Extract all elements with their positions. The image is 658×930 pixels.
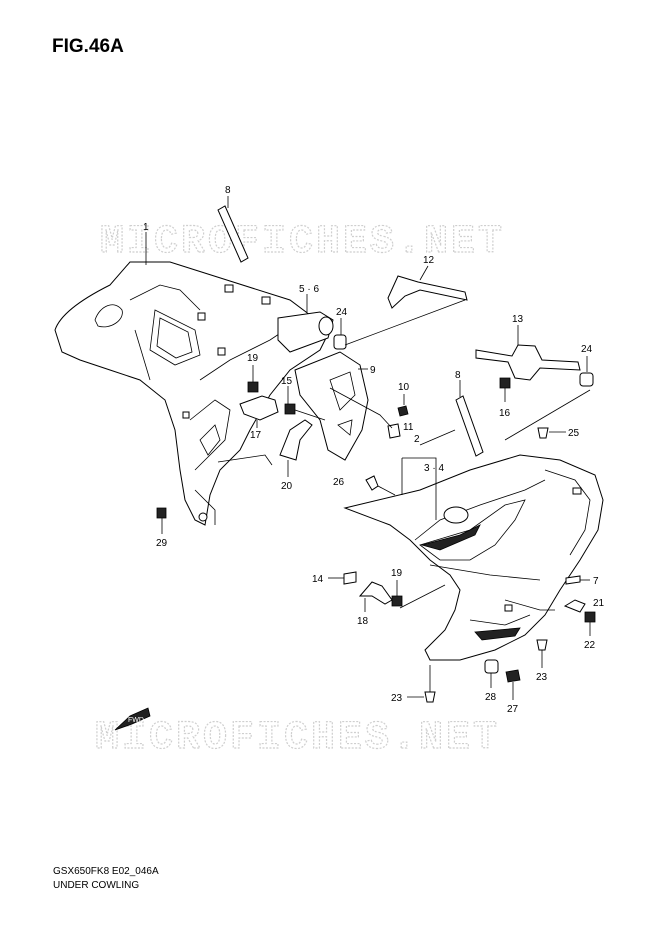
bracket-part-20 — [279, 419, 313, 461]
clip-part-7 — [565, 575, 581, 585]
strip-part-8-upper — [217, 205, 249, 263]
grommet-part-28 — [484, 659, 499, 674]
callout-5-6: 5 · 6 — [299, 284, 319, 295]
callout-19-upper: 19 — [247, 353, 259, 364]
callout-13: 13 — [512, 314, 524, 325]
callout-27: 27 — [507, 704, 519, 715]
fwd-arrow-icon: FWD — [114, 707, 151, 731]
screw-part-19-upper — [247, 381, 259, 393]
screw-part-29 — [156, 507, 167, 519]
callout-24-upper: 24 — [336, 307, 348, 318]
callout-7: 7 — [593, 576, 599, 587]
watermark-top: MICROFICHES.NET — [100, 220, 505, 265]
callout-20: 20 — [281, 481, 293, 492]
callout-21: 21 — [593, 598, 605, 609]
callout-24-right: 24 — [581, 344, 593, 355]
figure-title: FIG.46A — [52, 36, 124, 57]
callout-14: 14 — [312, 574, 324, 585]
strip-part-8-lower — [455, 395, 484, 457]
callout-26: 26 — [333, 477, 345, 488]
callout-16: 16 — [499, 408, 511, 419]
callout-23-right: 23 — [536, 672, 548, 683]
fastener-part-26 — [365, 475, 379, 491]
right-cowling-part-2 — [343, 454, 604, 661]
callout-9: 9 — [370, 365, 376, 376]
screw-part-16 — [499, 377, 511, 389]
screw-part-10 — [397, 405, 409, 417]
callout-28: 28 — [485, 692, 497, 703]
bracket-part-21 — [563, 599, 586, 613]
bracket-part-12 — [387, 275, 468, 309]
grommet-part-24-upper — [333, 334, 347, 350]
bracket-part-17 — [239, 395, 279, 421]
callout-11: 11 — [403, 422, 414, 433]
callout-17: 17 — [250, 430, 262, 441]
inner-panel-part-9 — [294, 351, 369, 461]
bracket-part-13 — [475, 344, 581, 381]
callout-10: 10 — [398, 382, 410, 393]
callout-22: 22 — [584, 640, 596, 651]
callout-23-bottom: 23 — [391, 693, 403, 704]
callout-1: 1 — [143, 222, 149, 233]
grommet-part-24-right — [579, 372, 594, 387]
left-cowling-part-1 — [54, 261, 331, 526]
screw-part-22 — [584, 611, 596, 623]
fastener-part-23-bottom — [424, 691, 436, 703]
clip-part-14 — [343, 571, 357, 585]
model-code: GSX650FK8 E02_046A — [53, 866, 159, 877]
fastener-part-23-right — [536, 639, 548, 651]
fastener-part-25 — [537, 427, 549, 439]
callout-25: 25 — [568, 428, 580, 439]
callout-18: 18 — [357, 616, 369, 627]
callout-15: 15 — [281, 376, 293, 387]
callout-19-lower: 19 — [391, 568, 403, 579]
callout-8-upper: 8 — [225, 185, 231, 196]
screw-part-19-lower — [391, 595, 403, 607]
callout-8-lower: 8 — [455, 370, 461, 381]
screw-part-15 — [284, 403, 296, 415]
watermark-bottom: MICROFICHES.NET — [95, 716, 500, 761]
screw-part-27 — [505, 669, 521, 683]
callout-3-4: 3 · 4 — [424, 463, 444, 474]
callout-12: 12 — [423, 255, 435, 266]
fwd-label: FWD — [128, 717, 144, 724]
callout-2: 2 — [414, 434, 420, 445]
callout-29: 29 — [156, 538, 168, 549]
diagram-name: UNDER COWLING — [53, 880, 140, 891]
